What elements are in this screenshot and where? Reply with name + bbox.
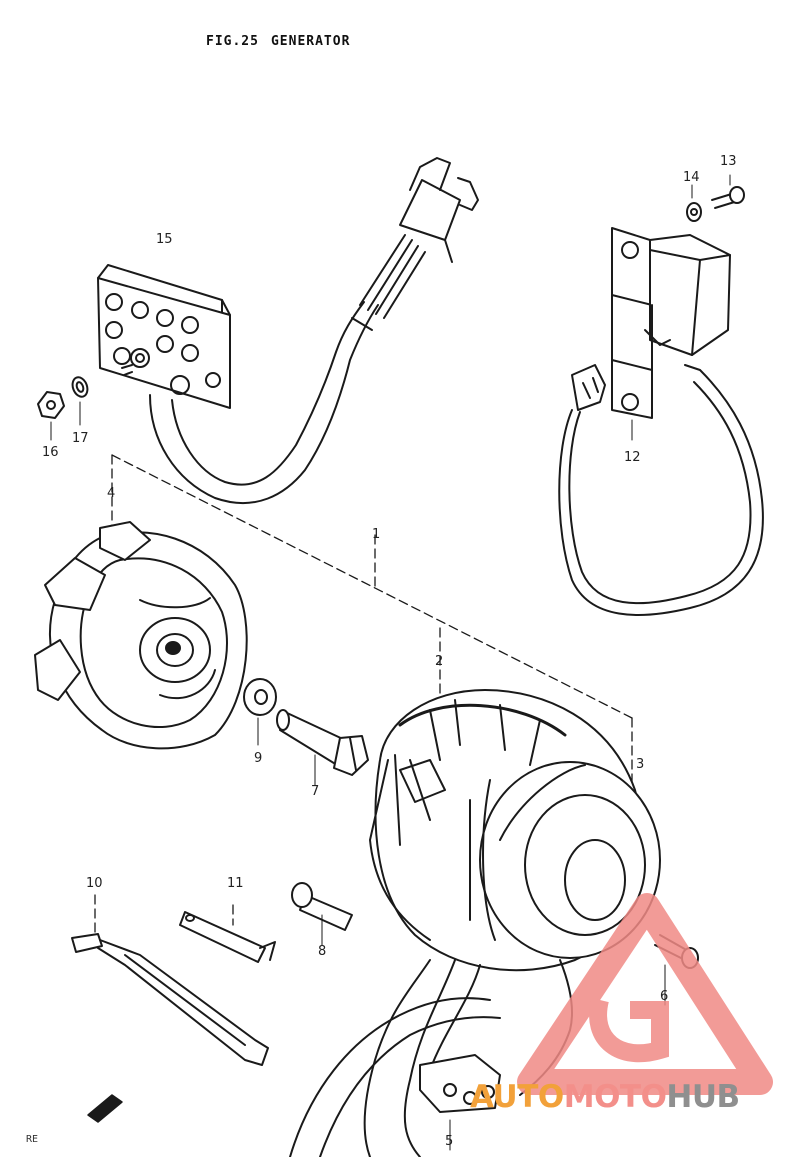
callout-13: 13: [720, 154, 737, 169]
stator-assembly: [289, 689, 661, 1157]
direction-arrow: [87, 1094, 123, 1123]
leader-lines: [94, 454, 633, 934]
corner-mark: RE: [26, 1134, 39, 1145]
figure-name: GENERATOR: [270, 34, 351, 49]
callout-6: 6: [660, 989, 669, 1004]
screw-13: [711, 174, 745, 209]
callout-2: 2: [435, 654, 444, 669]
figure-title: FIG.25 GENERATOR: [206, 34, 350, 49]
watermark-part-auto: AUTO: [470, 1079, 564, 1115]
callout-14: 14: [683, 170, 700, 185]
regulator-12: [558, 227, 764, 616]
clamp-11: [179, 911, 276, 963]
callout-11: 11: [227, 876, 244, 891]
callout-10: 10: [86, 876, 103, 891]
rectifier-15: [97, 157, 479, 505]
callout-17: 17: [72, 431, 89, 446]
watermark-text: AUTOMOTOHUB: [470, 1079, 740, 1115]
callout-5: 5: [445, 1134, 454, 1149]
callout-3: 3: [636, 757, 645, 772]
callout-15: 15: [156, 232, 173, 247]
ground-lead-10: [71, 933, 269, 1066]
nut-16: [37, 391, 65, 441]
watermark-part-moto: MOTO: [563, 1079, 667, 1115]
rotor-bolt-7: [276, 709, 369, 786]
callout-16: 16: [42, 445, 59, 460]
rotor-4: [34, 521, 248, 750]
callout-7: 7: [311, 784, 320, 799]
lock-washer-17: [71, 376, 89, 426]
callout-12: 12: [624, 450, 641, 465]
figure-number: FIG.25: [206, 34, 259, 49]
washer-14: [686, 184, 702, 222]
watermark-part-hub: HUB: [666, 1079, 740, 1115]
watermark-triangle: [517, 893, 773, 1095]
callout-4: 4: [107, 486, 116, 501]
washer-9: [243, 678, 277, 746]
callout-1: 1: [372, 527, 381, 542]
callout-9: 9: [254, 751, 263, 766]
bolt-8: [291, 882, 353, 946]
grommet-5: [419, 1054, 501, 1151]
callout-8: 8: [318, 944, 327, 959]
